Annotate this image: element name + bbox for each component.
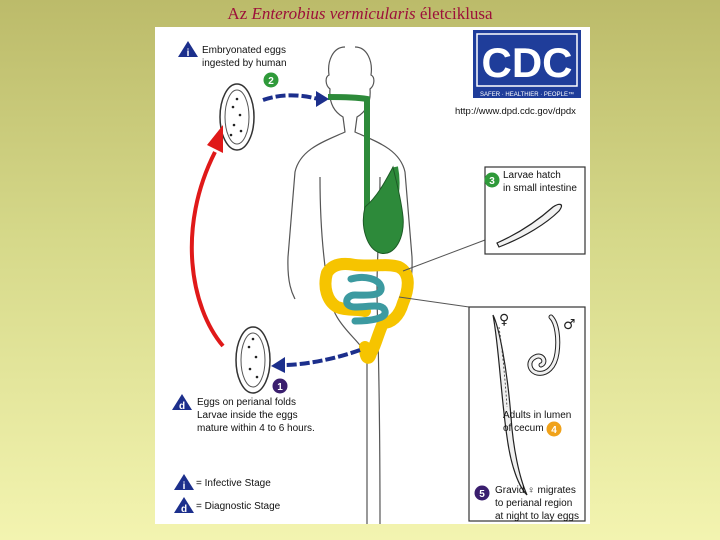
larva-worm bbox=[496, 203, 563, 248]
s1b-number: 1 bbox=[277, 382, 283, 393]
blue-arrowhead-ingest bbox=[316, 91, 329, 107]
step-5-label-line3: at night to lay eggs bbox=[495, 511, 579, 522]
red-cycle-arrowhead bbox=[207, 125, 223, 153]
female-worm bbox=[492, 314, 528, 496]
step-4-circle bbox=[546, 421, 562, 437]
larvae-box bbox=[484, 166, 586, 255]
female-symbol: ♀ bbox=[499, 312, 509, 328]
cdc-url: http://www.dpd.cdc.gov/dpdx bbox=[455, 106, 576, 117]
step-3-label-line1: Larvae hatch bbox=[503, 170, 561, 181]
step-4-label-line1: Adults in lumen bbox=[503, 410, 572, 421]
step-4-label-line2: of cecum bbox=[503, 423, 544, 434]
legend-infective-label: = Infective Stage bbox=[196, 478, 271, 489]
step-1-label-line2: ingested by human bbox=[202, 58, 287, 69]
step-3-label-line2: in small intestine bbox=[503, 183, 577, 194]
s2-number: 2 bbox=[268, 76, 274, 87]
cdc-tagline: SAFER · HEALTHIER · PEOPLE™ bbox=[480, 91, 574, 98]
s5-number: 5 bbox=[479, 489, 485, 500]
title-prefix: Az bbox=[227, 4, 252, 23]
d-marker-text: d bbox=[179, 401, 185, 412]
step-1-label-line1: Embryonated eggs bbox=[202, 45, 286, 56]
step-5-circle bbox=[474, 485, 490, 501]
step-2-circle bbox=[263, 72, 279, 88]
legend-infective-marker-text: i bbox=[183, 481, 186, 492]
title-species: Enterobius vermicularis bbox=[251, 4, 416, 23]
connector-adults bbox=[398, 296, 470, 308]
diagnostic-marker-triangle bbox=[172, 394, 192, 410]
stomach bbox=[362, 165, 404, 254]
step-1b-circle bbox=[272, 378, 288, 394]
title-suffix: életciklusa bbox=[415, 4, 493, 23]
step-5-label-line2: to perianal region bbox=[495, 498, 573, 509]
diagnostic-label-line1: Eggs on perianal folds bbox=[197, 397, 296, 408]
s1-marker-text: i bbox=[187, 48, 190, 59]
connector-larvae bbox=[402, 239, 486, 272]
egg-ingested bbox=[219, 83, 255, 151]
diagram-graphics: i 2 3 4 5 1 d i d CDC SAFER · HEALTHIER … bbox=[172, 30, 586, 524]
diagnostic-label-line3: mature within 4 to 6 hours. bbox=[197, 423, 315, 434]
legend-diagnostic-triangle bbox=[174, 497, 194, 513]
legend-diagnostic-label: = Diagnostic Stage bbox=[196, 501, 281, 512]
infective-marker-triangle bbox=[178, 41, 198, 57]
male-symbol: ♂ bbox=[563, 317, 576, 333]
cdc-logo-text: CDC bbox=[482, 39, 573, 86]
diagnostic-label-line2: Larvae inside the eggs bbox=[197, 410, 298, 421]
human-silhouette bbox=[287, 46, 413, 524]
female-worm-eggs bbox=[498, 326, 508, 408]
blue-arrowhead-perianal bbox=[271, 357, 285, 373]
legend-infective-triangle bbox=[174, 474, 194, 490]
red-cycle-arrow bbox=[189, 151, 225, 348]
cdc-logo-graphic bbox=[473, 30, 581, 98]
step-3-circle bbox=[484, 172, 500, 188]
small-intestine bbox=[343, 273, 389, 325]
life-cycle-diagram: i 2 3 4 5 1 d i d CDC SAFER · HEALTHIER … bbox=[155, 27, 590, 524]
legend-diagnostic-marker-text: d bbox=[181, 504, 187, 515]
s4-number: 4 bbox=[551, 425, 557, 436]
egg-perianal bbox=[235, 326, 271, 394]
slide-title: Az Enterobius vermicularis életciklusa bbox=[0, 4, 720, 24]
adults-box bbox=[468, 306, 586, 522]
step-5-label-line1: Gravid ♀ migrates bbox=[495, 485, 576, 496]
blue-arrow-ingest bbox=[262, 93, 319, 102]
blue-arrow-perianal bbox=[282, 348, 361, 367]
s3-number: 3 bbox=[489, 176, 495, 187]
